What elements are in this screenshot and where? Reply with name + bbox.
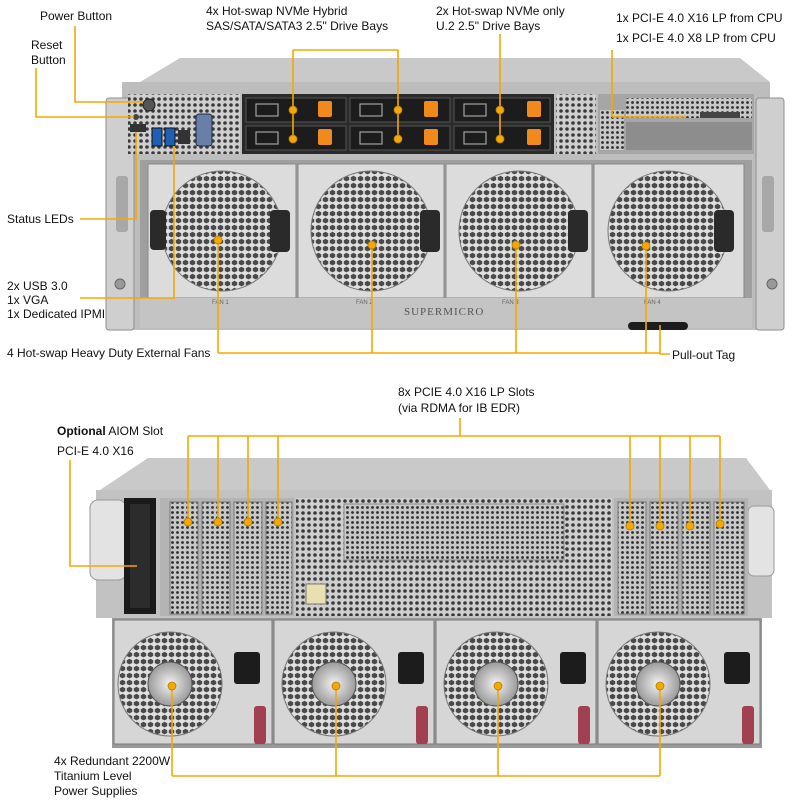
orange-dot bbox=[393, 134, 403, 144]
label-aiom-bold: Optional bbox=[57, 424, 106, 438]
orange-dot bbox=[685, 521, 695, 531]
label-io-1: 2x USB 3.0 bbox=[7, 279, 68, 293]
vga-port bbox=[195, 113, 213, 147]
fan-2 bbox=[297, 163, 445, 299]
fan-4 bbox=[593, 163, 745, 299]
orange-dot bbox=[495, 105, 505, 115]
orange-dot bbox=[511, 240, 521, 250]
front-chassis: FAN 1 FAN 2 FAN 3 FAN 4 SUPERMICRO bbox=[105, 58, 785, 331]
label-hybrid-bays-1: 4x Hot-swap NVMe Hybrid bbox=[206, 4, 348, 18]
label-psu-2: Titanium Level bbox=[54, 769, 132, 783]
power-socket-icon bbox=[234, 652, 260, 684]
orange-dot bbox=[641, 241, 651, 251]
orange-dot bbox=[493, 681, 503, 691]
label-status-leds: Status LEDs bbox=[7, 212, 74, 226]
fan-label-4: FAN 4 bbox=[644, 300, 661, 306]
front-right-vent bbox=[556, 94, 596, 154]
label-pcie-slots-1: 8x PCIE 4.0 X16 LP Slots bbox=[398, 385, 535, 399]
label-fans: 4 Hot-swap Heavy Duty External Fans bbox=[7, 346, 211, 360]
fan-label-1: FAN 1 bbox=[212, 300, 229, 306]
psu-3 bbox=[435, 619, 597, 745]
power-socket-icon bbox=[560, 652, 586, 684]
orange-dot bbox=[367, 240, 377, 250]
ipmi-port bbox=[178, 130, 190, 144]
pull-out-tag-handle bbox=[628, 322, 688, 330]
power-socket-icon bbox=[724, 652, 750, 684]
power-socket-icon bbox=[398, 652, 424, 684]
label-nvme-bays-2: U.2 2.5" Drive Bays bbox=[436, 19, 541, 33]
orange-dot bbox=[183, 517, 193, 527]
fan-label-2: FAN 2 bbox=[356, 300, 373, 306]
front-top-lid bbox=[140, 58, 770, 82]
label-aiom-1: Optional AIOM Slot bbox=[57, 424, 163, 439]
psu-2 bbox=[273, 619, 435, 745]
usb-port-2 bbox=[164, 127, 176, 147]
label-nvme-bays-1: 2x Hot-swap NVMe only bbox=[436, 4, 565, 18]
label-reset-button-1: Reset bbox=[31, 38, 63, 52]
label-aiom-2: PCI-E 4.0 X16 bbox=[57, 444, 134, 458]
label-psu-1: 4x Redundant 2200W bbox=[54, 754, 171, 768]
orange-dot bbox=[288, 134, 298, 144]
fan-label-3: FAN 3 bbox=[502, 300, 519, 306]
psu-4 bbox=[597, 619, 761, 745]
orange-dot bbox=[331, 681, 341, 691]
psu-handle bbox=[742, 706, 754, 744]
label-pcie-cpu-1: 1x PCI-E 4.0 X16 LP from CPU bbox=[616, 11, 783, 25]
psu-handle bbox=[416, 706, 428, 744]
status-led-strip bbox=[130, 124, 146, 132]
fan-icon bbox=[458, 170, 580, 292]
orange-dot bbox=[273, 517, 283, 527]
label-io-3: 1x Dedicated IPMI bbox=[7, 307, 106, 321]
psu-1 bbox=[113, 619, 273, 745]
psu-handle bbox=[578, 706, 590, 744]
orange-dot bbox=[167, 681, 177, 691]
power-button-icon bbox=[142, 98, 156, 112]
fan-3 bbox=[445, 163, 593, 299]
orange-dot bbox=[625, 521, 635, 531]
orange-dot bbox=[288, 105, 298, 115]
drive-trays bbox=[245, 97, 551, 151]
label-pull-out-tag: Pull-out Tag bbox=[672, 348, 736, 362]
label-pcie-cpu-2: 1x PCI-E 4.0 X8 LP from CPU bbox=[616, 31, 776, 45]
callout-lines bbox=[35, 26, 721, 777]
psu-handle bbox=[254, 706, 266, 744]
orange-dot bbox=[213, 235, 223, 245]
rear-chassis bbox=[89, 458, 775, 748]
label-hybrid-bays-2: SAS/SATA/SATA3 2.5" Drive Bays bbox=[206, 19, 389, 33]
orange-dot bbox=[393, 105, 403, 115]
label-reset-button-2: Button bbox=[31, 53, 66, 67]
label-power-button: Power Button bbox=[40, 9, 113, 23]
label-aiom-rest: AIOM Slot bbox=[105, 424, 164, 438]
brand-logo-text: SUPERMICRO bbox=[404, 306, 484, 318]
orange-dot bbox=[655, 521, 665, 531]
orange-dot bbox=[655, 681, 665, 691]
reset-button-icon bbox=[133, 114, 139, 120]
fan-icon bbox=[161, 170, 283, 292]
rear-top-lid bbox=[100, 458, 770, 490]
fan-icon bbox=[607, 170, 729, 292]
orange-dot bbox=[243, 517, 253, 527]
orange-dot bbox=[213, 517, 223, 527]
fan-icon bbox=[310, 170, 432, 292]
orange-dot bbox=[715, 519, 725, 529]
orange-dot bbox=[495, 134, 505, 144]
label-io-2: 1x VGA bbox=[7, 293, 49, 307]
usb-port-1 bbox=[151, 127, 163, 147]
callout-markers bbox=[167, 105, 725, 691]
label-pcie-slots-2: (via RDMA for IB EDR) bbox=[398, 401, 521, 415]
label-psu-3: Power Supplies bbox=[54, 784, 138, 798]
